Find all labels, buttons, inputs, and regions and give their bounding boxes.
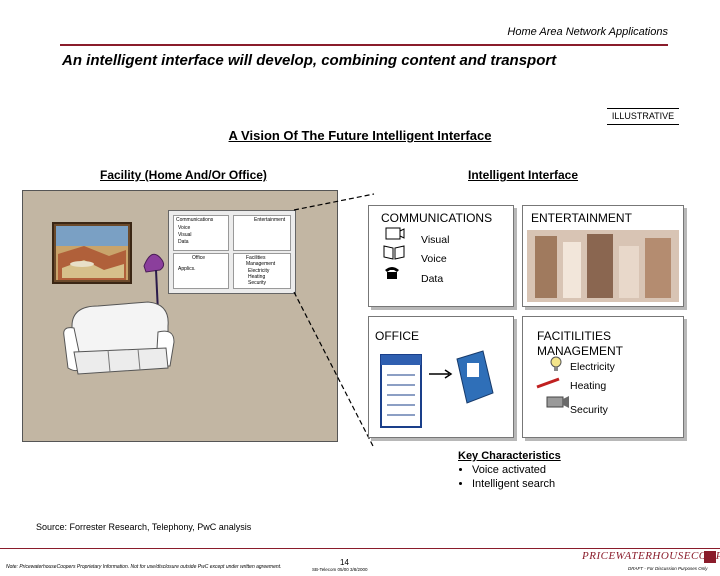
calendar-icon [379, 351, 425, 431]
phone-icon [383, 264, 401, 280]
wp-fac-item: Security [248, 280, 266, 286]
wp-office-label: Office [192, 255, 205, 261]
wp-office-box: Office Applics. [173, 253, 229, 289]
document-icon [453, 349, 497, 405]
brand-logo: PRICEWATERHOUSECOOPERS [582, 550, 720, 562]
draft-note: DRAFT - For Discussion Purposes Only [628, 566, 708, 571]
tracking-code: SB-Telecom 05/00 3/8/2000 [312, 567, 368, 572]
wp-facilities-label: Facilities Management [246, 255, 286, 267]
office-title: OFFICE [375, 329, 419, 343]
lightbulb-icon [547, 355, 565, 373]
wp-communications-label: Communications [176, 217, 213, 223]
illustrative-label: ILLUSTRATIVE [607, 108, 679, 125]
entertainment-image [527, 230, 679, 302]
wp-entertainment-box: Entertainment [233, 215, 291, 251]
fac-item-heating: Heating [570, 380, 606, 392]
visual-icon [385, 226, 405, 242]
wall-interface-panel: Communications Voice Visual Data Enterta… [168, 210, 296, 294]
security-camera-icon [545, 393, 571, 415]
wp-entertainment-label: Entertainment [254, 217, 285, 223]
key-characteristic-item: Intelligent search [472, 477, 561, 491]
connector-lines [290, 190, 380, 460]
key-characteristics-title: Key Characteristics [458, 450, 561, 462]
communications-panel: COMMUNICATIONS Visual Voice Data [368, 205, 514, 307]
key-characteristic-item: Voice activated [472, 463, 561, 477]
entertainment-panel: ENTERTAINMENT [522, 205, 684, 307]
wp-comm-item: Data [178, 239, 189, 245]
comm-item-voice: Voice [421, 253, 447, 265]
logo-mark-icon [704, 551, 716, 563]
book-icon [383, 244, 405, 260]
vision-title: A Vision Of The Future Intelligent Inter… [0, 128, 720, 143]
wp-communications-box: Communications Voice Visual Data [173, 215, 229, 251]
wp-comm-item: Voice [178, 225, 190, 231]
communications-title: COMMUNICATIONS [381, 211, 492, 225]
main-title: An intelligent interface will develop, c… [62, 52, 556, 69]
key-characteristics-list: Voice activated Intelligent search [458, 463, 561, 491]
facility-title: Facility (Home And/Or Office) [100, 168, 267, 182]
comm-item-visual: Visual [421, 234, 449, 246]
painting-illustration [52, 222, 132, 284]
key-characteristics: Key Characteristics Voice activated Inte… [458, 450, 561, 491]
proprietary-note: Note: PricewaterhouseCoopers Proprietary… [6, 564, 281, 570]
wp-facilities-box: Facilities Management Electricity Heatin… [233, 253, 291, 289]
source-note: Source: Forrester Research, Telephony, P… [36, 522, 251, 532]
header-rule [60, 44, 668, 46]
fac-item-security: Security [570, 404, 608, 416]
office-panel: OFFICE [368, 316, 514, 438]
page-number: 14 [340, 558, 349, 567]
intelligent-interface-title: Intelligent Interface [468, 168, 578, 182]
wp-applics-label: Applics. [178, 266, 196, 272]
wp-comm-item: Visual [178, 232, 192, 238]
facilities-title-line1: FACITILITIES [537, 329, 611, 343]
section-title: Home Area Network Applications [507, 26, 668, 38]
comm-item-data: Data [421, 273, 443, 285]
entertainment-title: ENTERTAINMENT [531, 211, 632, 225]
sofa-illustration [58, 296, 178, 386]
footer-rule [0, 548, 720, 549]
fac-item-electricity: Electricity [570, 361, 615, 373]
facilities-panel: FACITILITIES MANAGEMENT Electricity Heat… [522, 316, 684, 438]
thermometer-icon [535, 377, 563, 389]
